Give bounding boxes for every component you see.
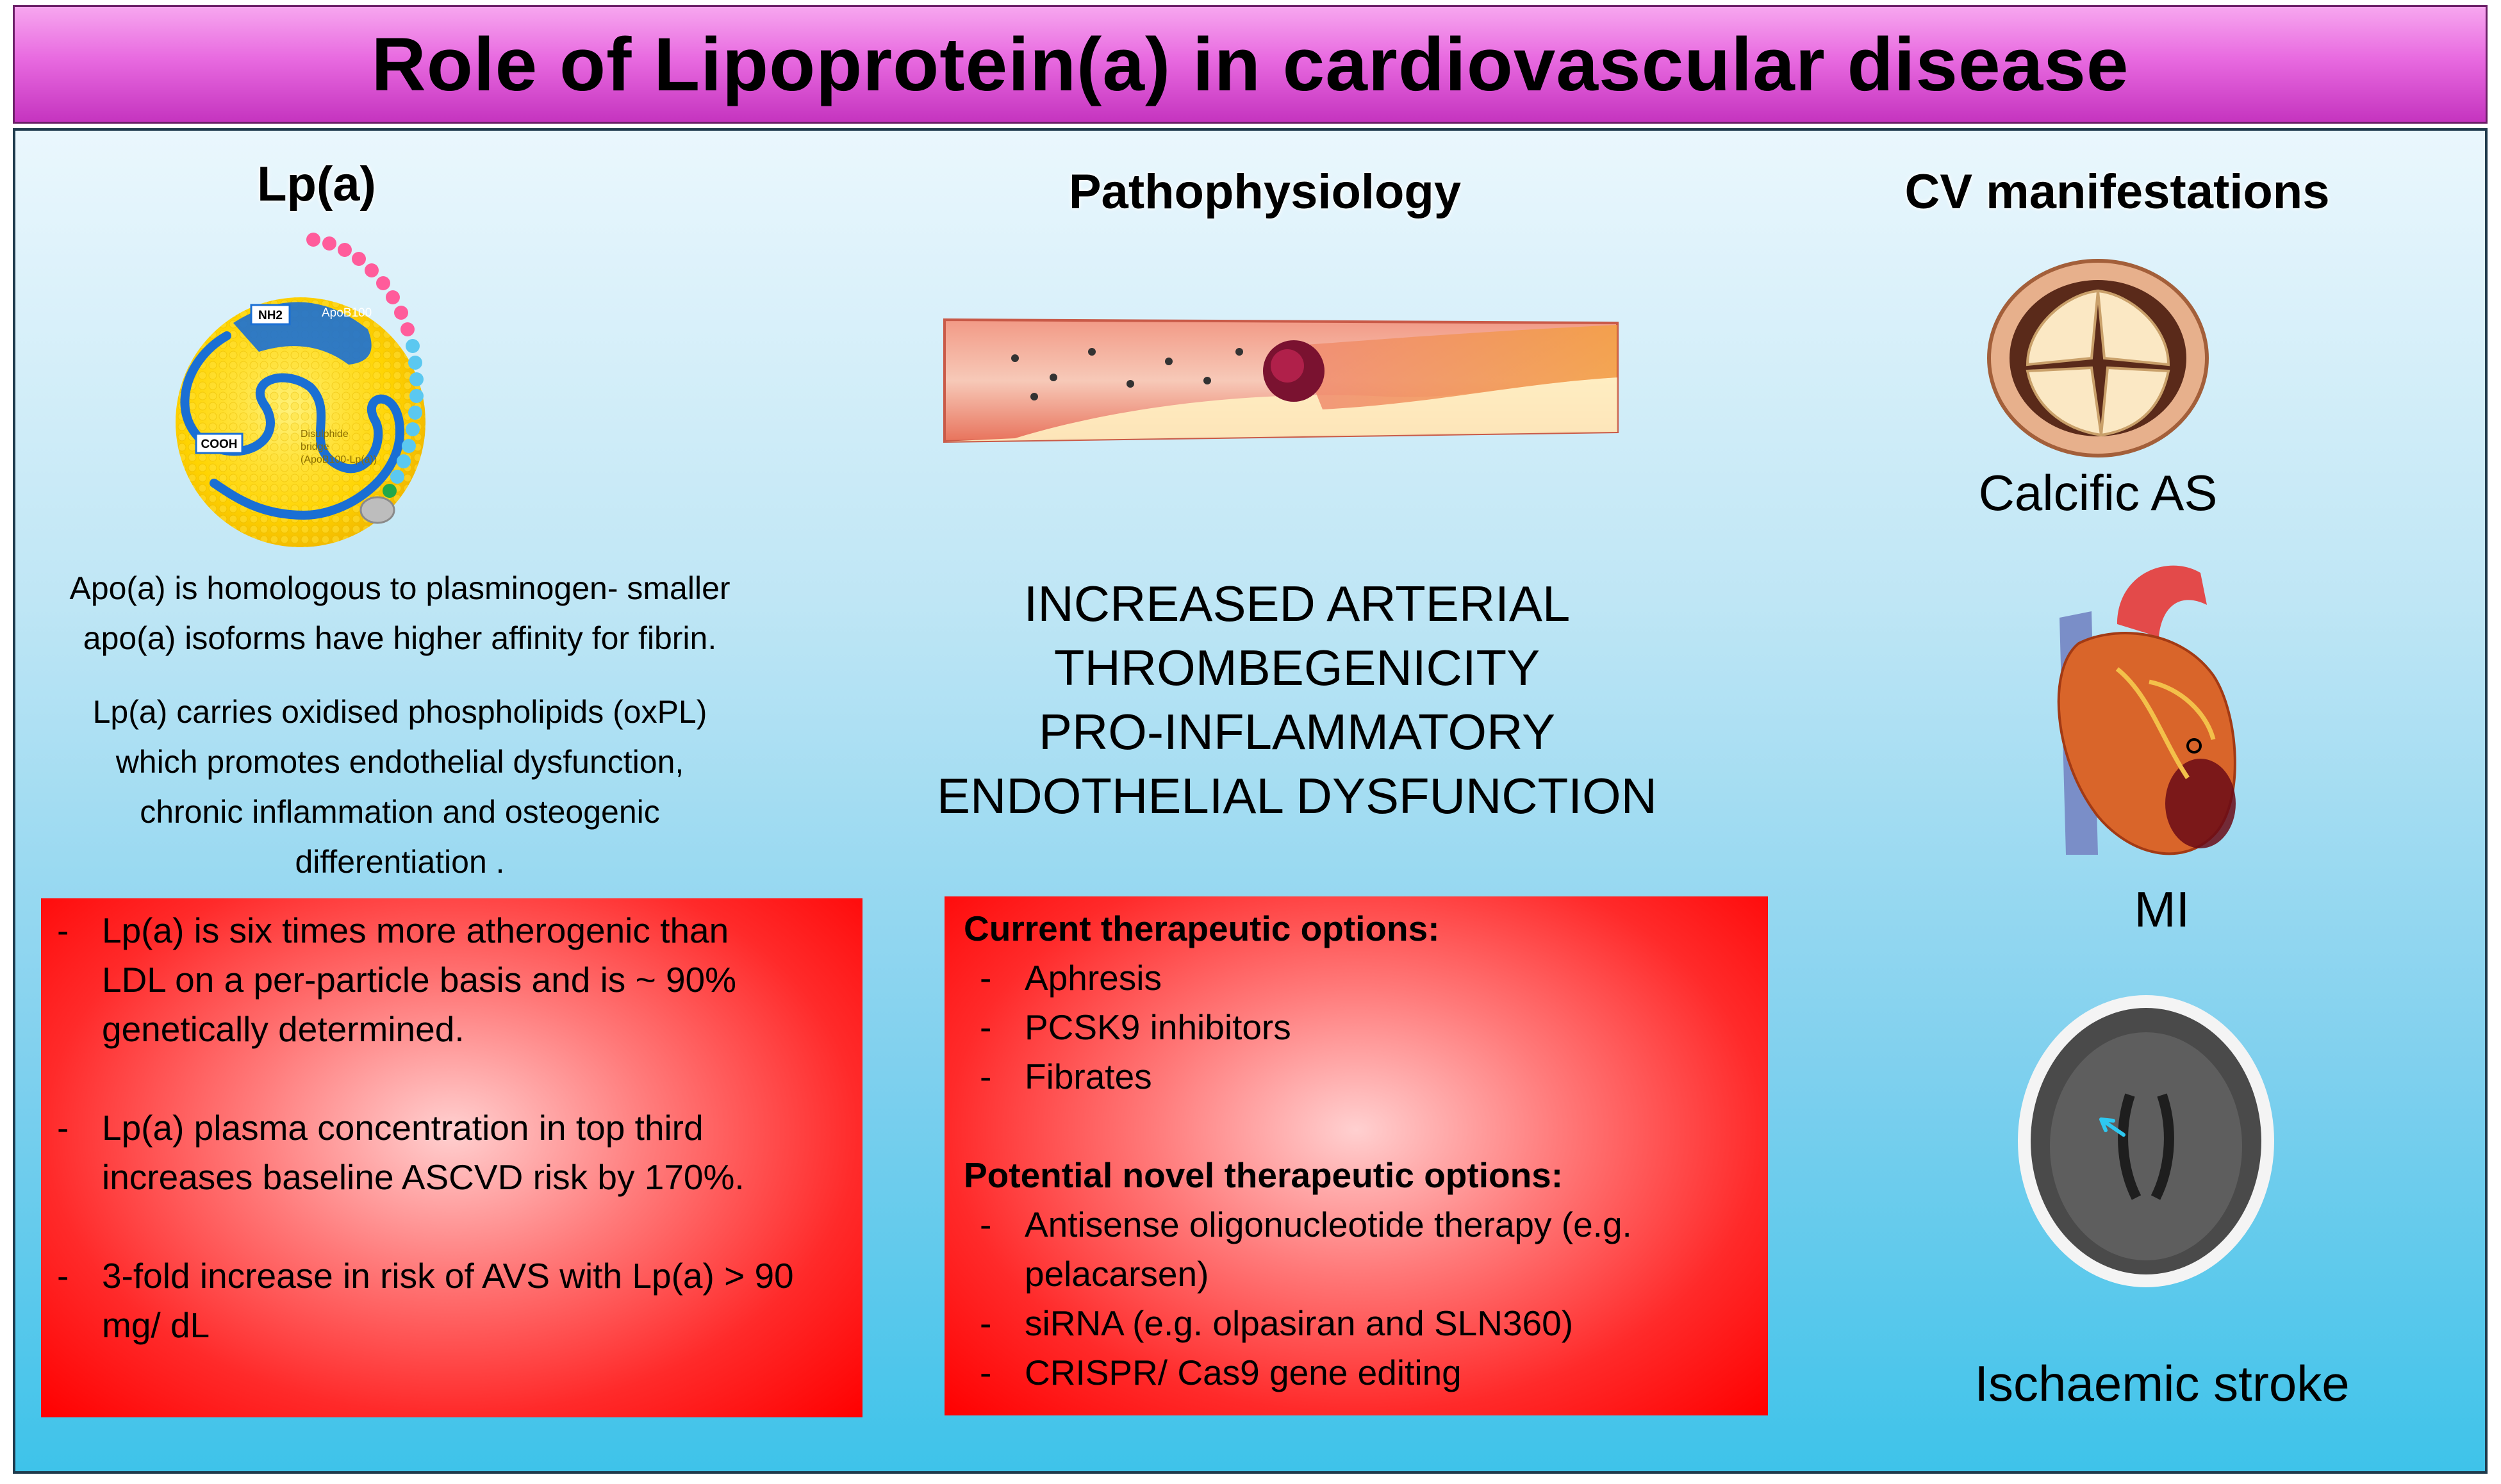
- column-title-pathophysiology: Pathophysiology: [1068, 165, 1462, 219]
- svg-text:COOH: COOH: [201, 438, 238, 451]
- ischaemic-stroke-label: Ischaemic stroke: [1974, 1355, 2350, 1412]
- novel-therapies-heading: Potential novel therapeutic options:: [964, 1155, 1564, 1195]
- list-item: -PCSK9 inhibitors: [980, 1007, 1291, 1047]
- mi-label: MI: [2134, 881, 2190, 937]
- list-item: -CRISPR/ Cas9 gene editing: [980, 1353, 1462, 1392]
- svg-text:bridge: bridge: [301, 441, 329, 452]
- disulphide-label: Disulphide bridge (ApoB100-Lp(a)): [301, 429, 377, 465]
- column-title-cv-manifestations: CV manifestations: [1904, 165, 2330, 219]
- ventricles: [2118, 1093, 2174, 1200]
- infarct-area: [2165, 759, 2236, 848]
- apob100-label: ApoB100: [322, 306, 372, 320]
- occlusion-marker: [2186, 738, 2202, 754]
- list-item: -siRNA (e.g. olpasiran and SLN360): [980, 1303, 1574, 1343]
- pathophysiology-mechanisms: INCREASED ARTERIAL THROMBEGENICITY PRO-I…: [937, 575, 1657, 824]
- aorta: [2117, 565, 2207, 637]
- nh2-label: NH2: [250, 304, 291, 326]
- list-item: -Fibrates: [980, 1057, 1152, 1096]
- calcific-as-label: Calcific AS: [1978, 465, 2218, 521]
- list-item: - Lp(a) is six times more atherogenic th…: [57, 911, 737, 1049]
- current-therapies-heading: Current therapeutic options:: [964, 909, 1440, 948]
- atherosclerotic-plaque: [945, 377, 1617, 441]
- therapeutic-options-box: Current therapeutic options: -Aphresis -…: [945, 896, 1768, 1415]
- apoa-description: Apo(a) is homologous to plasminogen- sma…: [69, 570, 730, 656]
- list-item: - Lp(a) plasma concentration in top thir…: [57, 1108, 745, 1197]
- lpa-particle-diagram: NH2 ApoB100 COOH Disulphide bridge (ApoB…: [176, 233, 425, 547]
- title-banner: Role of Lipoprotein(a) in cardiovascular…: [13, 5, 2488, 124]
- narrowed-lumen: [1297, 325, 1617, 409]
- artery-plaque-illustration: [943, 318, 1619, 443]
- ct-brain-scan: [2018, 995, 2274, 1287]
- cooh-label: COOH: [195, 433, 243, 454]
- calcified-leaflets: [2026, 289, 2170, 437]
- list-item: - 3-fold increase in risk of AVS with Lp…: [57, 1256, 794, 1345]
- infarct-pointer-arrow: [2099, 1117, 2125, 1137]
- svg-text:(ApoB100-Lp(a)): (ApoB100-Lp(a)): [301, 454, 377, 465]
- main-panel: Lp(a) Pathophysiology CV manifestations: [13, 128, 2488, 1474]
- svg-text:NH2: NH2: [258, 309, 283, 322]
- svg-text:Disulphide: Disulphide: [301, 429, 349, 440]
- apoa-bead-chain: [306, 233, 424, 524]
- coronary-artery: [2115, 667, 2216, 779]
- heart-illustration: [2057, 565, 2236, 855]
- thrombus: [1263, 340, 1325, 402]
- list-item: -Aphresis: [980, 958, 1162, 998]
- oxpl-description: Lp(a) carries oxidised phospholipids (ox…: [92, 694, 707, 880]
- lpa-risk-facts-box: - Lp(a) is six times more atherogenic th…: [41, 898, 863, 1417]
- page-title: Role of Lipoprotein(a) in cardiovascular…: [371, 22, 2129, 107]
- list-item: - Antisense oligonucleotide therapy (e.g…: [980, 1205, 1632, 1294]
- aortic-valve-illustration: [1987, 259, 2209, 458]
- column-title-lpa: Lp(a): [257, 157, 376, 211]
